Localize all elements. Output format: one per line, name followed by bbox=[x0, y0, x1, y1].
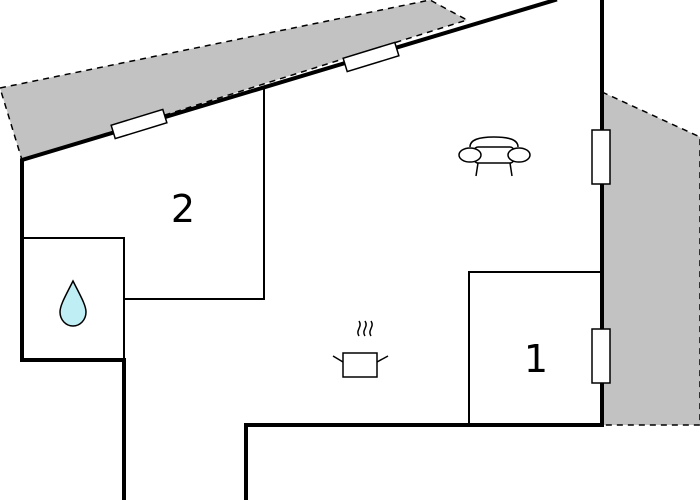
window-top-left bbox=[110, 108, 168, 140]
exterior-wall-left-lower bbox=[20, 358, 126, 500]
window-top-right bbox=[342, 41, 400, 73]
terrace-top bbox=[0, 0, 469, 161]
room-1-wall bbox=[468, 271, 602, 425]
window-right-upper bbox=[591, 129, 611, 185]
window-right-lower bbox=[591, 328, 611, 384]
terrace-right bbox=[601, 90, 700, 426]
bathroom-wall bbox=[22, 237, 125, 360]
room-label-2: 2 bbox=[171, 187, 195, 231]
room-2-wall bbox=[124, 88, 265, 300]
room-label-1: 1 bbox=[524, 337, 548, 381]
sofa-icon bbox=[458, 136, 531, 177]
water-drop-icon bbox=[59, 279, 87, 327]
cooking-pot-icon bbox=[332, 320, 389, 378]
exterior-wall-bottom bbox=[244, 423, 604, 500]
